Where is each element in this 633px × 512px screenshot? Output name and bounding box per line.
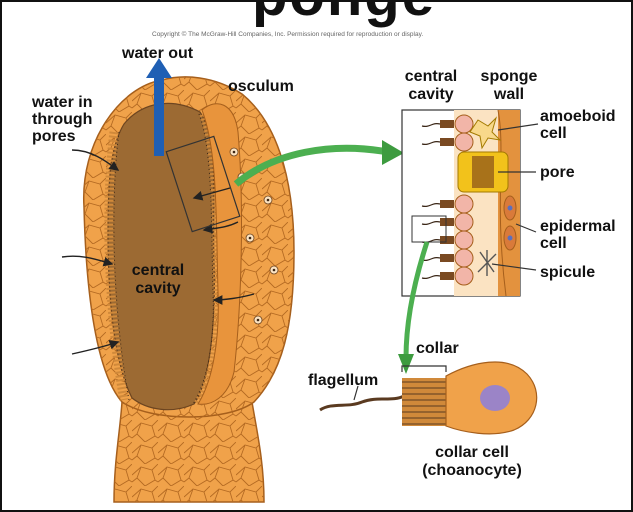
label-collar: collar xyxy=(416,340,459,357)
label-osculum: osculum xyxy=(228,78,294,95)
label-inset-central-cavity-line1: central xyxy=(396,68,466,85)
label-sponge-wall-line2: wall xyxy=(470,86,548,103)
label-pore: pore xyxy=(540,164,575,181)
label-collar-cell-line2: (choanocyte) xyxy=(412,462,532,479)
wall-inset xyxy=(402,110,538,296)
label-epidermal-cell-line2: cell xyxy=(540,235,567,252)
label-collar-cell-line1: collar cell xyxy=(412,444,532,461)
label-water-in-line3: pores xyxy=(32,128,76,145)
label-amoeboid-cell-line1: amoeboid xyxy=(540,108,616,125)
label-sponge-wall-line1: sponge xyxy=(470,68,548,85)
label-inset-central-cavity-line2: cavity xyxy=(396,86,466,103)
label-water-out: water out xyxy=(122,45,193,62)
label-water-in-line1: water in xyxy=(32,94,92,111)
label-central-cavity-main-line1: central xyxy=(126,262,190,279)
label-epidermal-cell-line1: epidermal xyxy=(540,218,616,235)
label-flagellum: flagellum xyxy=(308,372,378,389)
flagellum-shape xyxy=(320,396,404,410)
label-water-in-line2: through xyxy=(32,111,92,128)
collar-shape xyxy=(402,378,446,426)
label-spicule: spicule xyxy=(540,264,595,281)
label-amoeboid-cell-line2: cell xyxy=(540,125,567,142)
label-central-cavity-main-line2: cavity xyxy=(126,280,190,297)
collar-cell-nucleus xyxy=(480,385,510,411)
